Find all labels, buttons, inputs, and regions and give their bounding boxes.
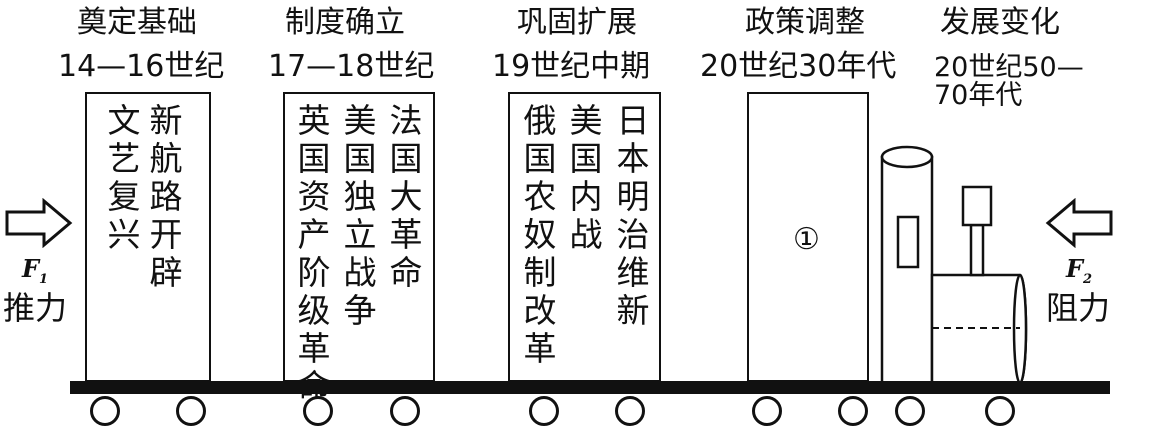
stage-1-title: 奠定基础 (77, 5, 197, 40)
locomotive (880, 145, 1028, 385)
wheel (838, 396, 868, 426)
wheel (303, 396, 333, 426)
chimney-stem (969, 223, 985, 277)
wheel (895, 396, 925, 426)
train-car-3: 日本明治维新 美国内战 俄国农奴制改革 (508, 92, 661, 382)
stage-5-time-line2: 70年代 (934, 80, 1023, 111)
force-f2-letter: F (1066, 254, 1084, 283)
stage-4-time: 20世纪30年代 (700, 49, 897, 84)
car-2-column-1: 法国大革命 (389, 101, 423, 292)
force-f1-subscript: 1 (39, 271, 49, 287)
stage-2-time: 17—18世纪 (268, 49, 435, 84)
stage-5-title: 发展变化 (940, 5, 1060, 40)
force-f1-symbol: F1 (22, 254, 48, 287)
locomotive-cab-top (880, 145, 934, 169)
force-f1-letter: F (22, 254, 40, 283)
stage-2-title: 制度确立 (285, 5, 405, 40)
car-3-column-2: 美国内战 (569, 101, 603, 254)
car-1-column-2: 文艺复兴 (107, 101, 141, 254)
force-f2-subscript: 2 (1083, 271, 1093, 287)
force-f1-label: 推力 (3, 289, 68, 327)
locomotive-cab (880, 155, 934, 385)
wheel (90, 396, 120, 426)
car-3-column-3: 俄国农奴制改革 (523, 101, 557, 368)
stage-4-title: 政策调整 (745, 5, 865, 40)
stage-1-time: 14—16世纪 (58, 49, 225, 84)
train-car-4: ① (747, 92, 869, 382)
car-2-column-3: 英国资产阶级革命 (297, 101, 331, 406)
wheel (752, 396, 782, 426)
wheel (985, 396, 1015, 426)
train-car-2: 法国大革命 美国独立战争 英国资产阶级革命 (283, 92, 435, 406)
rail-track (70, 381, 1110, 394)
car-2-column-2: 美国独立战争 (343, 101, 377, 330)
stage-3-time: 19世纪中期 (492, 49, 651, 84)
push-arrow-icon (5, 198, 73, 248)
wheel (176, 396, 206, 426)
wheel (529, 396, 559, 426)
wheel (390, 396, 420, 426)
car-3-column-1: 日本明治维新 (616, 101, 650, 330)
stage-5-time-line1: 20世纪50— (934, 52, 1084, 83)
wheel (615, 396, 645, 426)
force-f2-label: 阻力 (1046, 289, 1111, 327)
chimney-top (961, 185, 993, 227)
force-f2-symbol: F2 (1066, 254, 1092, 287)
car-1-column-1: 新航路开辟 (149, 101, 183, 292)
blank-marker: ① (793, 222, 820, 257)
resistance-arrow-icon (1045, 198, 1113, 248)
train-car-1: 新航路开辟 文艺复兴 (85, 92, 211, 382)
stage-3-title: 巩固扩展 (517, 5, 637, 40)
locomotive-window (896, 215, 920, 269)
